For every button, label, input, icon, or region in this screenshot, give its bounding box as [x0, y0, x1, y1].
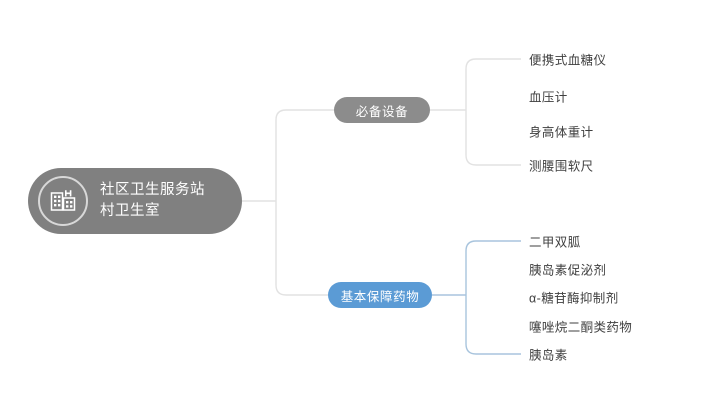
category-label-equipment: 必备设备: [355, 104, 409, 119]
leaf-item-equipment-2[interactable]: 身高体重计: [529, 125, 594, 140]
root-title-line1: 社区卫生服务站: [100, 182, 205, 198]
equipment-spine-line: [465, 58, 521, 166]
leaf-item-drugs-1[interactable]: 胰岛素促泌剂: [529, 263, 607, 278]
category-node-equipment[interactable]: 必备设备: [334, 97, 430, 123]
trunk-spine-line: [275, 109, 287, 296]
root-node[interactable]: 社区卫生服务站 村卫生室: [28, 168, 242, 234]
root-node-text: 社区卫生服务站 村卫生室: [100, 180, 205, 222]
leaf-item-drugs-0[interactable]: 二甲双胍: [529, 235, 581, 250]
leaf-item-equipment-0[interactable]: 便携式血糖仪: [529, 53, 607, 68]
category-label-drugs: 基本保障药物: [340, 289, 420, 304]
drugs-spine-line: [465, 240, 521, 355]
leaf-item-equipment-3[interactable]: 测腰围软尺: [529, 159, 594, 174]
leaf-item-equipment-1[interactable]: 血压计: [529, 90, 568, 105]
hospital-building-icon: [38, 176, 88, 226]
leaf-item-drugs-2[interactable]: α-糖苷酶抑制剂: [529, 291, 619, 306]
leaf-item-drugs-3[interactable]: 噻唑烷二酮类药物: [529, 320, 633, 335]
category-node-drugs[interactable]: 基本保障药物: [328, 282, 432, 308]
leaf-item-drugs-4[interactable]: 胰岛素: [529, 348, 568, 363]
root-title-line2: 村卫生室: [100, 203, 160, 219]
